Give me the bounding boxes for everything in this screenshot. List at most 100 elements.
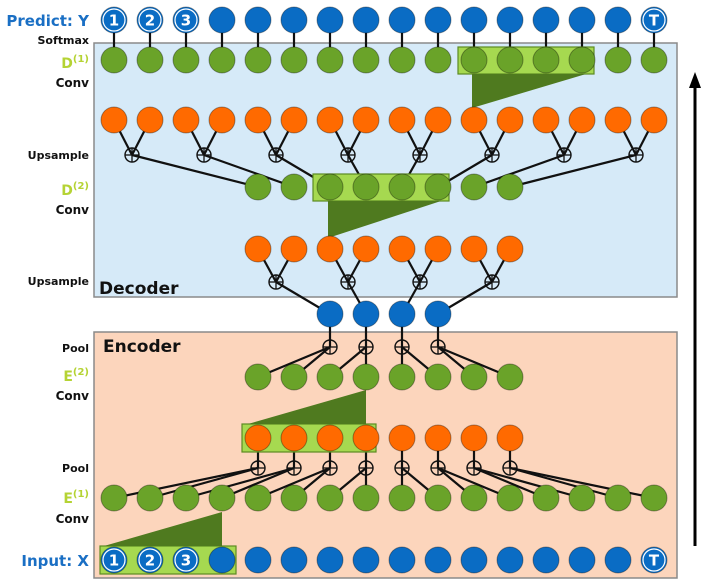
e1-node (316, 484, 344, 512)
pool-edge (473, 466, 583, 500)
input-node-label: 2 (145, 552, 155, 570)
pool-edge (149, 466, 259, 500)
input-node (316, 546, 344, 574)
input-node (208, 546, 236, 574)
d2-node (496, 173, 524, 201)
encoder-conv-node (424, 424, 452, 452)
input-node (352, 546, 380, 574)
upsample2-node (244, 235, 272, 263)
d1-conv-receptive-field (472, 74, 586, 108)
pool2-label: Pool (62, 342, 89, 355)
upsample1-node (172, 106, 200, 134)
output-node (460, 6, 488, 34)
pool1-label: Pool (62, 462, 89, 475)
e2-conv-receptive-field (248, 390, 366, 424)
e1-node (136, 484, 164, 512)
bottleneck-node (316, 300, 344, 328)
upsample1-node (532, 106, 560, 134)
d1-node (316, 46, 344, 74)
e1-node (172, 484, 200, 512)
encoder-conv-node (316, 424, 344, 452)
upsample2-node (388, 235, 416, 263)
upsample1-label: Upsample (28, 149, 89, 162)
input-node (604, 546, 632, 574)
input-node-ring (174, 548, 198, 572)
e1-node (460, 484, 488, 512)
d2-letter: D (61, 183, 73, 199)
upsample-skip-edge (509, 153, 637, 189)
e2-node (316, 363, 344, 391)
input-node (244, 546, 272, 574)
e2-label: E(2) (63, 367, 89, 385)
e2-node (388, 363, 416, 391)
d1-node (496, 46, 524, 74)
output-node-label: 2 (145, 12, 155, 30)
output-node-ring (174, 8, 198, 32)
e1-node (100, 484, 128, 512)
d1-node (352, 46, 380, 74)
d1-node (280, 46, 308, 74)
output-node-ring (642, 8, 666, 32)
d1-label: D(1) (61, 54, 89, 72)
e2-superscript: (2) (73, 367, 89, 378)
encoder-conv-node (244, 424, 272, 452)
upsample1-node (424, 106, 452, 134)
d1-node (208, 46, 236, 74)
d2-node (316, 173, 344, 201)
predict-label: Predict: Y (6, 12, 90, 30)
d1-op-label: Conv (56, 76, 90, 90)
d2-node (460, 173, 488, 201)
upsample1-node (208, 106, 236, 134)
d1-node (460, 46, 488, 74)
d2-superscript: (2) (73, 181, 89, 192)
output-node (496, 6, 524, 34)
d1-node (640, 46, 668, 74)
d2-node (280, 173, 308, 201)
decoder-title: Decoder (99, 279, 179, 299)
d1-node (100, 46, 128, 74)
decoder-panel (93, 42, 678, 298)
output-node-label: 1 (109, 12, 119, 30)
input-node (388, 546, 416, 574)
output-node (532, 6, 560, 34)
output-node-label: 3 (181, 12, 191, 30)
pool-edge (509, 466, 619, 500)
flow-arrow-head-icon (689, 72, 701, 88)
upsample1-node (388, 106, 416, 134)
output-node (244, 6, 272, 34)
d1-node (532, 46, 560, 74)
bottleneck-node (424, 300, 452, 328)
input-node-label: T (649, 552, 660, 570)
output-node (100, 6, 128, 34)
e2-node (496, 363, 524, 391)
softmax-label: Softmax (37, 34, 89, 47)
output-node-ring (138, 8, 162, 32)
input-node (172, 546, 200, 574)
d2-label: D(2) (61, 181, 89, 199)
d1-node (568, 46, 596, 74)
d2-node (388, 173, 416, 201)
e2-node (280, 363, 308, 391)
upsample-skip-edge (473, 153, 565, 189)
bottleneck-node (388, 300, 416, 328)
e1-node (640, 484, 668, 512)
input-node-label: 1 (109, 552, 119, 570)
bottleneck-node (352, 300, 380, 328)
upsample1-node (100, 106, 128, 134)
output-node (640, 6, 668, 34)
upsample1-node (280, 106, 308, 134)
output-node (172, 6, 200, 34)
output-node (280, 6, 308, 34)
input-node-label: 3 (181, 552, 191, 570)
upsample1-node (136, 106, 164, 134)
input-node (100, 546, 128, 574)
d2-op-label: Conv (56, 203, 90, 217)
input-node (136, 546, 164, 574)
upsample-skip-edge (131, 153, 259, 189)
encoder-title: Encoder (103, 337, 181, 357)
output-node (424, 6, 452, 34)
output-node (604, 6, 632, 34)
d2-conv-receptive-field (328, 201, 441, 238)
d1-node (244, 46, 272, 74)
